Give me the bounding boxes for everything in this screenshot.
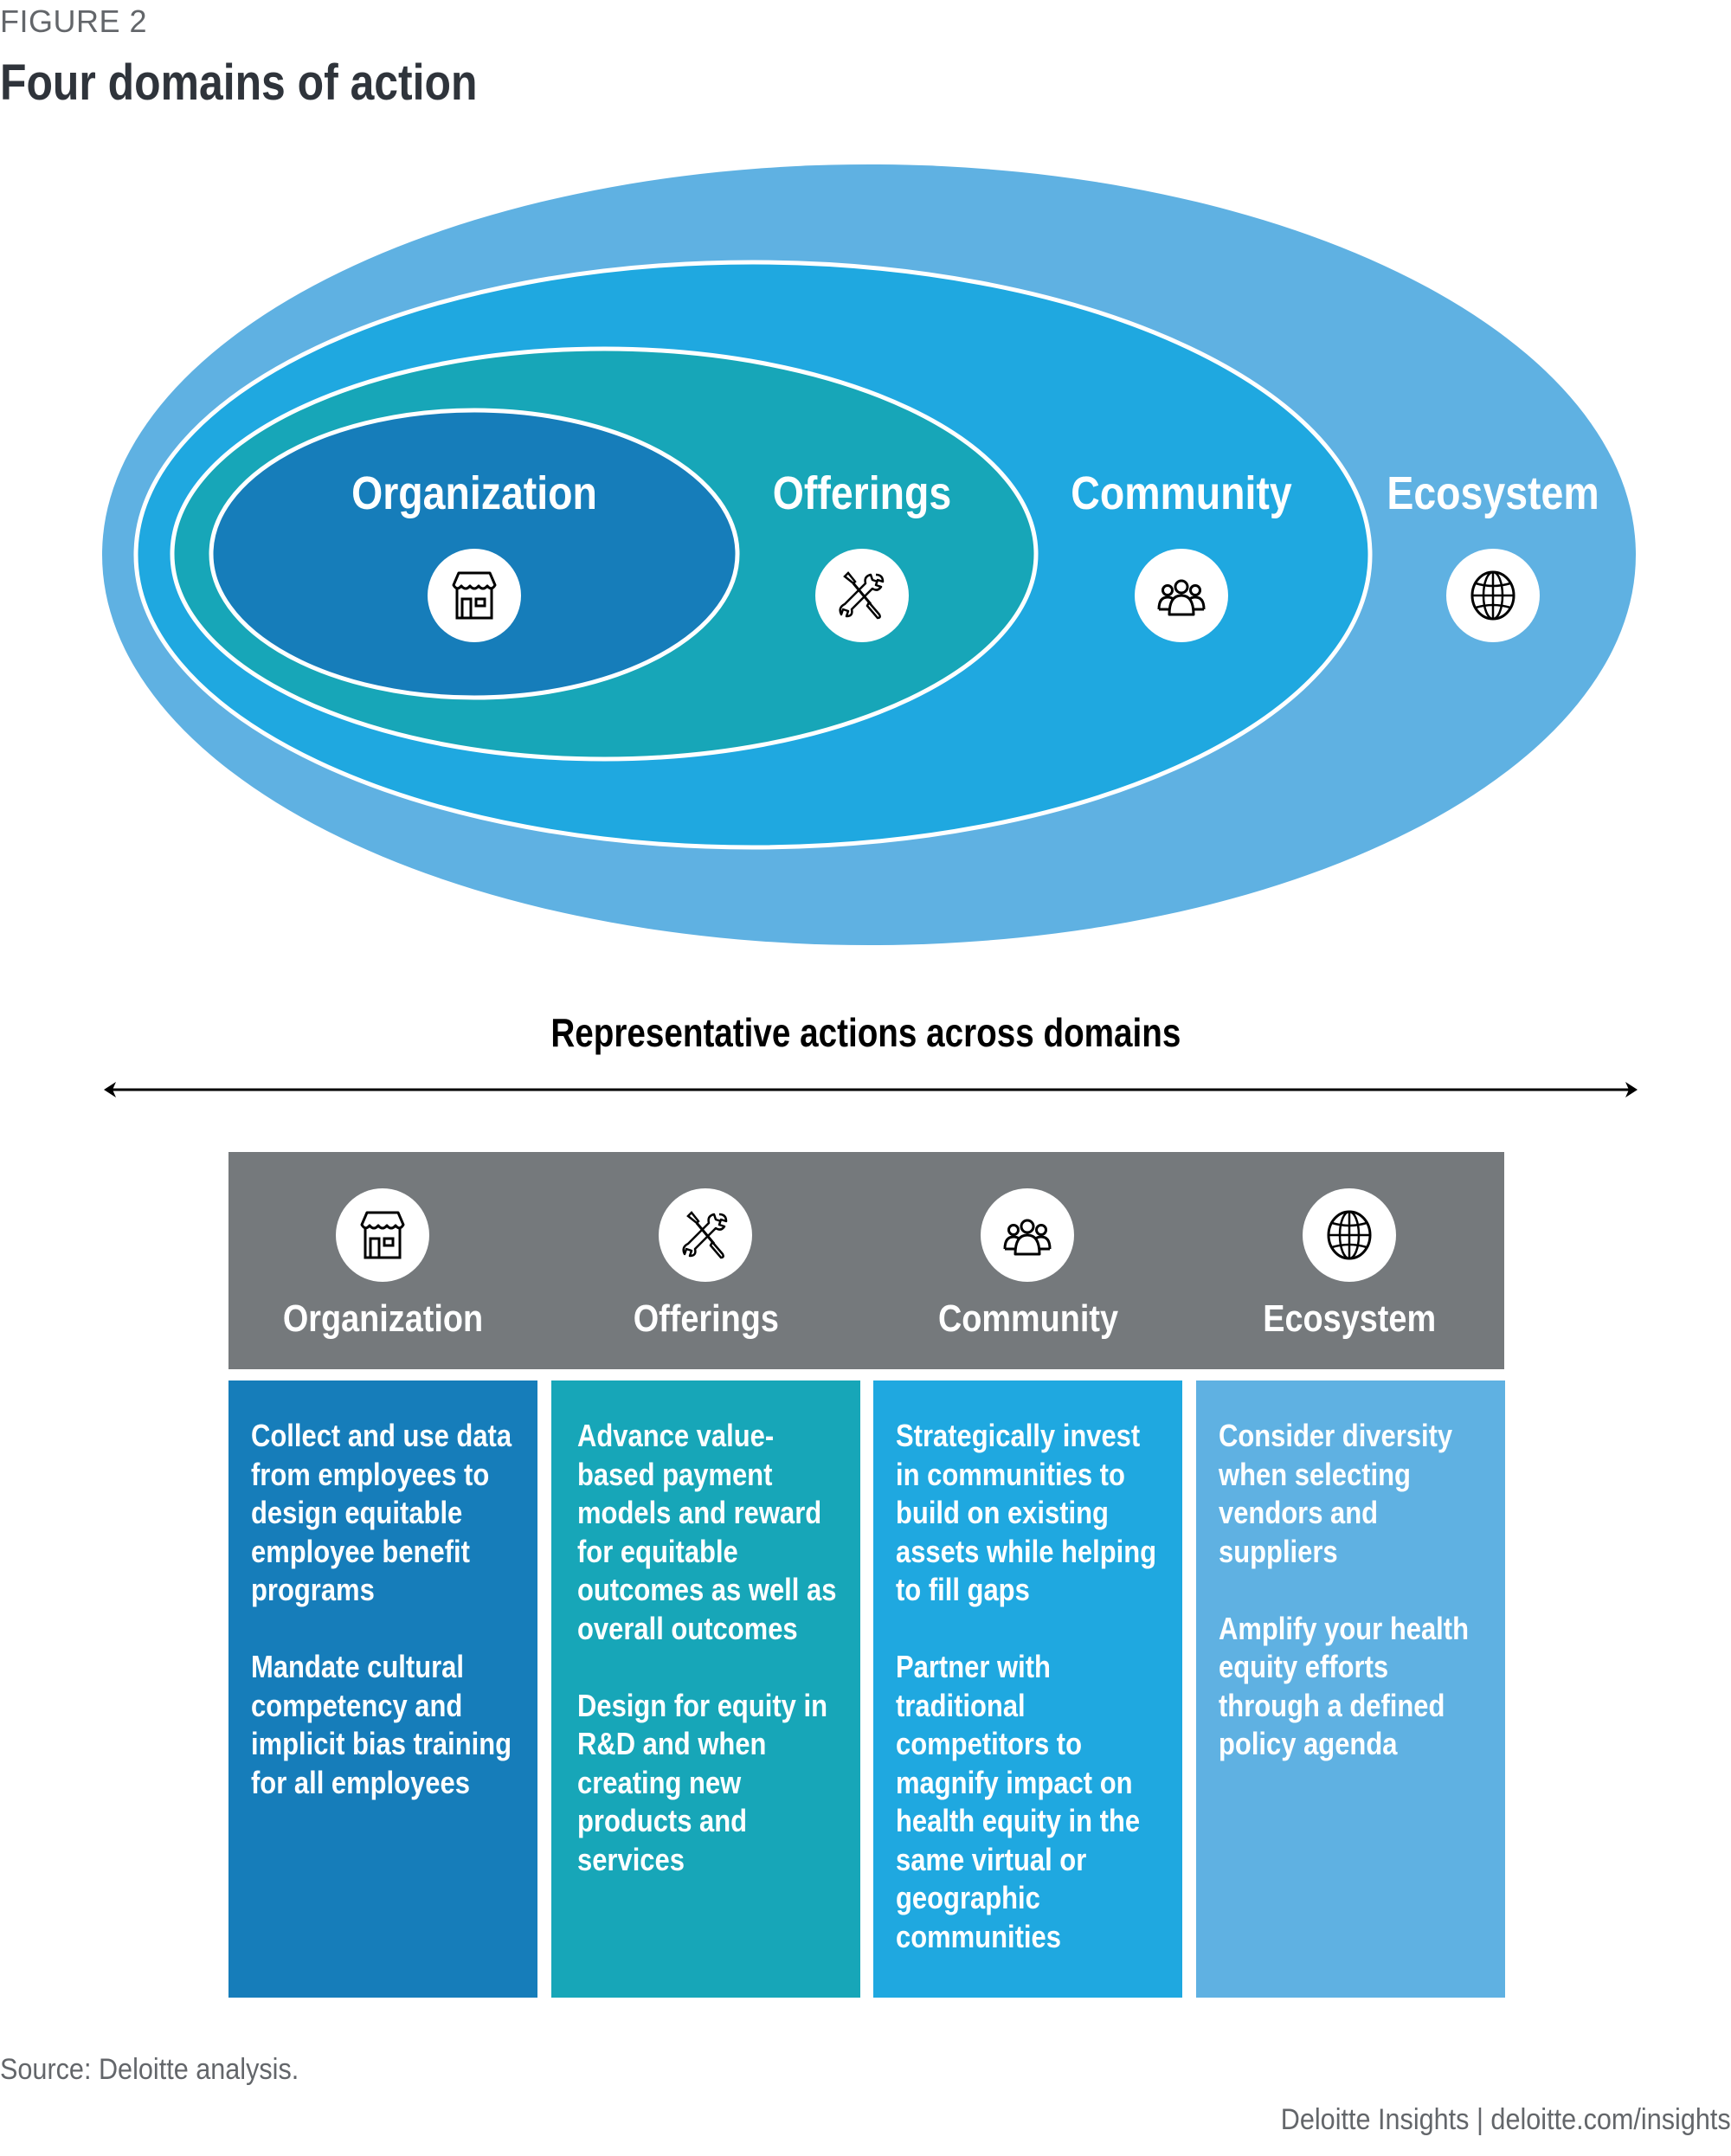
figure-title: Four domains of action (0, 55, 478, 111)
organization-actions: Collect and use data from employees to d… (228, 1380, 537, 1998)
storefront-icon (428, 549, 521, 642)
globe-icon (1303, 1188, 1396, 1282)
header-label-text: Offerings (633, 1297, 779, 1340)
footer-text: Deloitte Insights | deloitte.com/insight… (1281, 2103, 1731, 2136)
header-label: Offerings (551, 1297, 860, 1341)
action-item: Consider diversity when selecting vendor… (1219, 1418, 1453, 1569)
ecosystem-actions: Consider diversity when selecting vendor… (1196, 1380, 1505, 1998)
actions-heading-text: Representative actions across domains (550, 1010, 1181, 1055)
action-item: Amplify your health equity efforts throu… (1219, 1610, 1470, 1762)
community-actions: Strategically invest in communities to b… (873, 1380, 1182, 1998)
source-note: Source: Deloitte analysis. (0, 2053, 332, 2087)
tools-icon (815, 549, 909, 642)
double-arrow (104, 1082, 1638, 1097)
header-ecosystem: Ecosystem (1195, 1152, 1504, 1369)
storefront-icon (336, 1188, 429, 1282)
tools-icon (659, 1188, 752, 1282)
figure-label: FIGURE 2 (0, 3, 148, 39)
action-item: Advance value-based payment models and r… (577, 1418, 837, 1646)
organization-label: Organization (351, 467, 597, 519)
people-group-icon (981, 1188, 1074, 1282)
action-item: Collect and use data from employees to d… (251, 1418, 512, 1607)
header-label-text: Organization (282, 1297, 484, 1340)
actions-heading: Representative actions across domains (0, 1009, 1731, 1056)
offerings-label: Offerings (773, 467, 951, 519)
domain-header-band: Organization Offerings Community Ecosyst… (228, 1152, 1504, 1369)
header-label: Community (873, 1297, 1182, 1341)
action-item: Partner with traditional competitors to … (896, 1649, 1141, 1954)
header-label-text: Ecosystem (1263, 1297, 1437, 1340)
community-label: Community (1071, 467, 1291, 519)
header-community: Community (873, 1152, 1182, 1369)
footer-credit: Deloitte Insights | deloitte.com/insight… (1231, 2103, 1731, 2137)
people-group-icon (1135, 549, 1228, 642)
offerings-actions: Advance value-based payment models and r… (551, 1380, 860, 1998)
ecosystem-label: Ecosystem (1387, 467, 1599, 519)
header-label-text: Community (937, 1297, 1118, 1340)
header-offerings: Offerings (551, 1152, 860, 1369)
globe-icon (1446, 549, 1540, 642)
action-item: Design for equity in R&D and when creati… (577, 1687, 827, 1877)
header-label: Ecosystem (1195, 1297, 1504, 1341)
source-text: Source: Deloitte analysis. (0, 2053, 299, 2086)
header-label: Organization (228, 1297, 537, 1341)
action-item: Strategically invest in communities to b… (896, 1418, 1157, 1607)
header-organization: Organization (228, 1152, 537, 1369)
action-item: Mandate cultural competency and implicit… (251, 1649, 512, 1800)
domains-diagram: Organization Offerings Community Ecosyst… (102, 164, 1636, 945)
